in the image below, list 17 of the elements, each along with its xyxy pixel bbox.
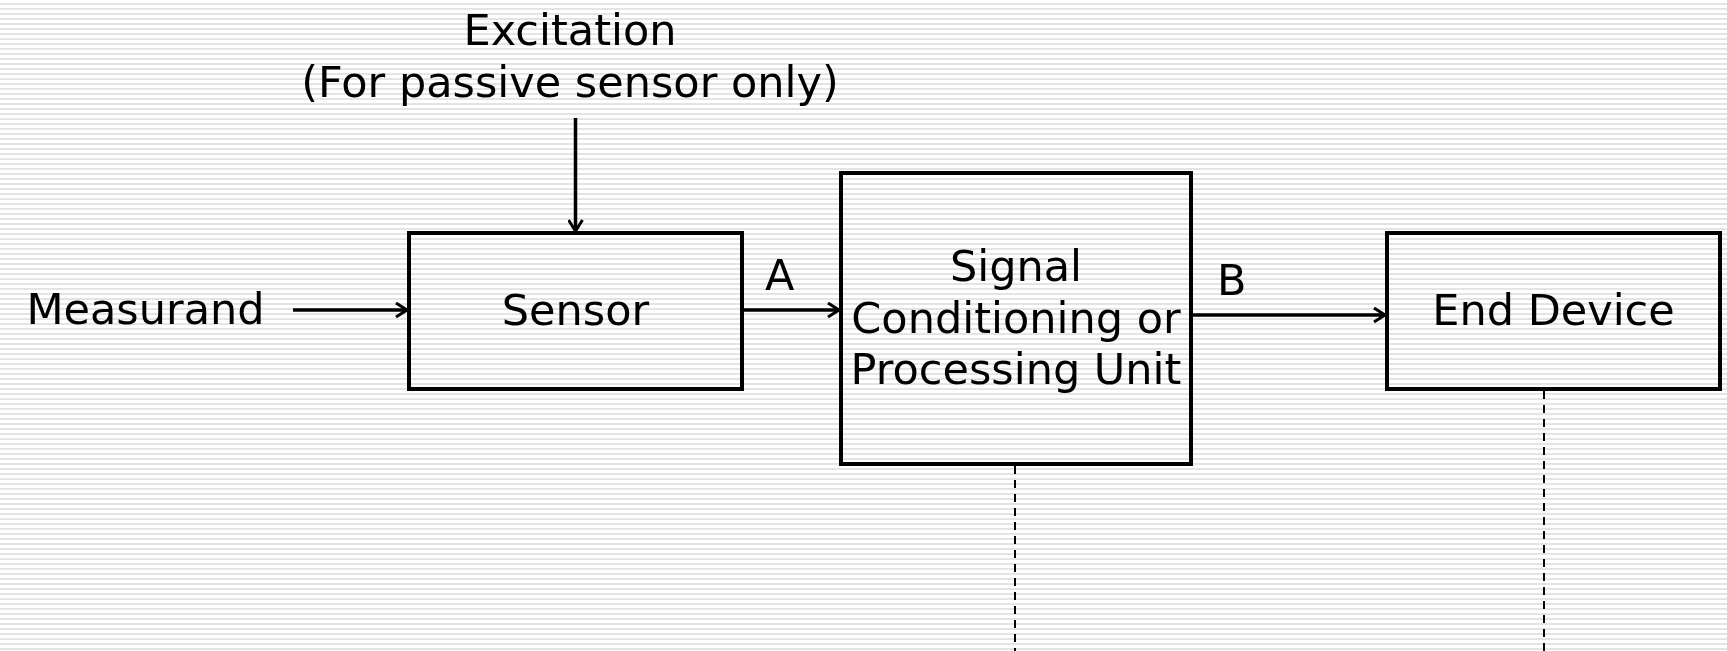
arrow <box>744 301 841 319</box>
note-text: (For passive sensor only) <box>301 57 839 109</box>
sensor-block <box>407 231 744 391</box>
edge-label: B <box>1216 259 1248 302</box>
processing-block <box>839 171 1193 466</box>
arrow <box>1193 306 1387 324</box>
block-label: Sensor <box>501 285 650 337</box>
arrow <box>567 118 584 233</box>
input-label: Excitation <box>463 5 677 57</box>
block-label: Signal Conditioning or Processing Unit <box>849 241 1183 396</box>
block-label: End Device <box>1432 285 1675 337</box>
edge-label: A <box>764 254 796 297</box>
input-label: Measurand <box>26 284 265 336</box>
dashed-line <box>1014 465 1016 651</box>
dashed-line <box>1543 390 1545 651</box>
arrow <box>293 301 409 319</box>
device-block <box>1385 231 1722 391</box>
